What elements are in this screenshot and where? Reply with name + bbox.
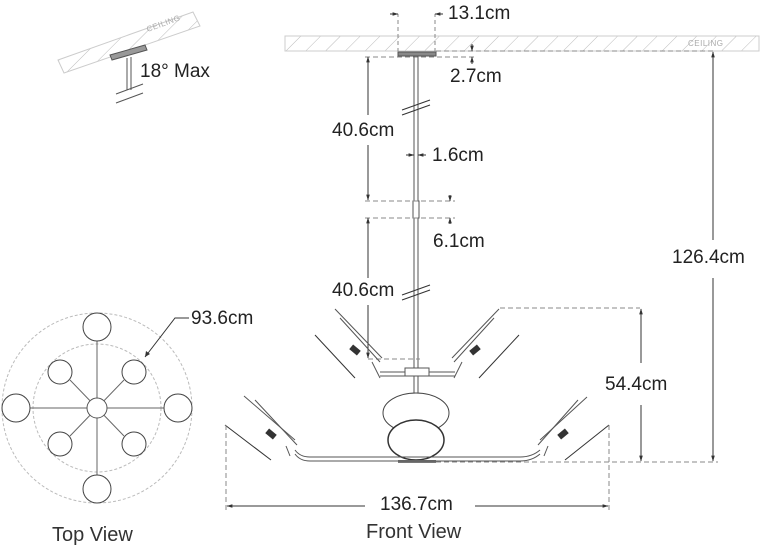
dimension-stem-upper: [365, 56, 455, 360]
lamp-head-upper-left: [314, 308, 383, 379]
dim-coupler-length: 6.1cm: [431, 231, 487, 252]
lower-arm-assembly: [224, 395, 610, 462]
upper-arm-assembly: [314, 308, 520, 379]
lamp-head-lower-right: [537, 396, 610, 461]
front-ceiling-label: CEILING: [688, 39, 724, 48]
lamp-head-lower-left: [224, 395, 298, 461]
dim-canopy-height: 2.7cm: [448, 66, 504, 87]
dim-top-diameter: 93.6cm: [189, 308, 256, 329]
dim-canopy-width: 13.1cm: [446, 3, 513, 24]
front-view-caption: Front View: [366, 521, 462, 543]
dim-body-height: 54.4cm: [603, 374, 670, 395]
tilt-angle-label: 18° Max: [138, 61, 212, 82]
tilt-inset: [57, 11, 201, 104]
canopy: [365, 12, 715, 64]
dim-overall-width: 136.7cm: [378, 494, 455, 515]
top-view: [1, 312, 193, 504]
dim-overall-height: 126.4cm: [670, 247, 747, 268]
stem: [401, 56, 431, 372]
dim-stem-diameter: 1.6cm: [430, 145, 486, 166]
dim-stem-upper: 40.6cm: [330, 120, 397, 141]
lamp-head-upper-right: [451, 308, 520, 379]
dimension-width: [225, 425, 610, 512]
ceiling-slab: [284, 35, 760, 52]
dimension-height: [436, 51, 718, 463]
dim-stem-lower: 40.6cm: [330, 280, 397, 301]
center-body: [382, 376, 450, 463]
top-view-caption: Top View: [52, 524, 133, 546]
